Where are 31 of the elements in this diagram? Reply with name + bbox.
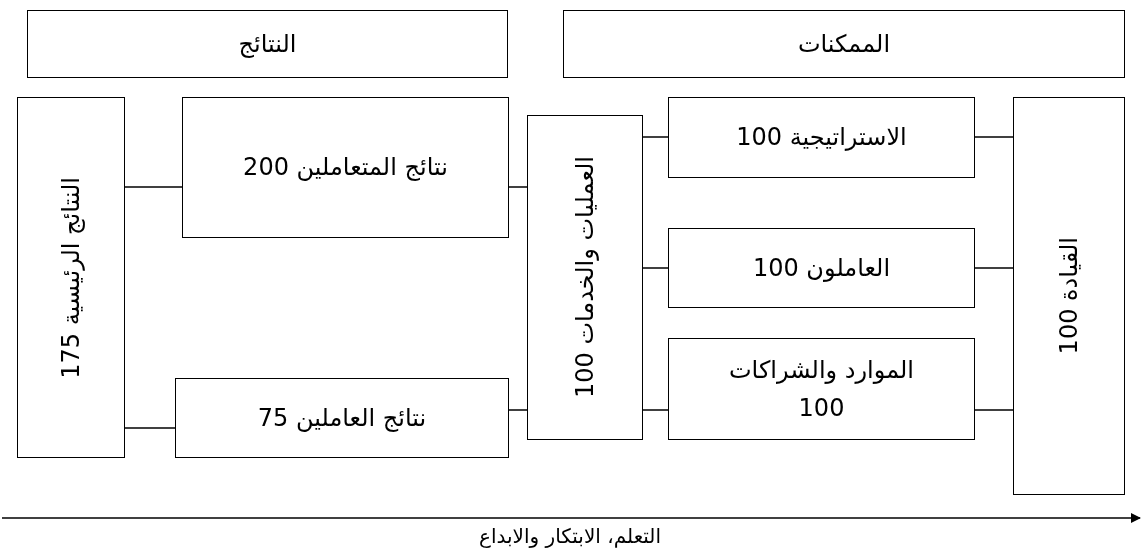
connector-line — [642, 267, 669, 269]
box-label: نتائج المتعاملين 200 — [243, 152, 448, 184]
connector-line — [124, 427, 176, 429]
box-label: الموارد والشراكات 100 — [727, 354, 916, 424]
axis-caption: التعلم، الابتكار والابداع — [479, 524, 661, 548]
category-box — [668, 97, 975, 178]
category-box — [175, 378, 509, 458]
connector-line — [508, 409, 528, 411]
box-label: الاستراتيجية 100 — [736, 122, 907, 154]
box-label: العاملون 100 — [752, 252, 891, 284]
category-box — [668, 228, 975, 308]
category-box — [668, 338, 975, 440]
box-label: النتائج الرئيسية 175 — [55, 176, 86, 379]
connector-line — [974, 409, 1014, 411]
connector-line — [124, 186, 183, 188]
box-label: العمليات والخدمات 100 — [569, 156, 600, 399]
connector-line — [642, 136, 669, 138]
box-label: الممكنات — [797, 28, 891, 60]
header-box — [563, 10, 1125, 78]
connector-line — [642, 409, 669, 411]
box-label: القيادة 100 — [1053, 237, 1084, 355]
box-label: النتائج — [238, 28, 297, 60]
category-box — [182, 97, 509, 238]
category-box — [1013, 97, 1125, 495]
box-label: نتائج العاملين 75 — [257, 402, 427, 434]
category-box — [527, 115, 643, 440]
header-box — [27, 10, 508, 78]
connector-line — [974, 136, 1014, 138]
category-box — [17, 97, 125, 458]
connector-line — [508, 186, 528, 188]
connector-line — [974, 267, 1014, 269]
